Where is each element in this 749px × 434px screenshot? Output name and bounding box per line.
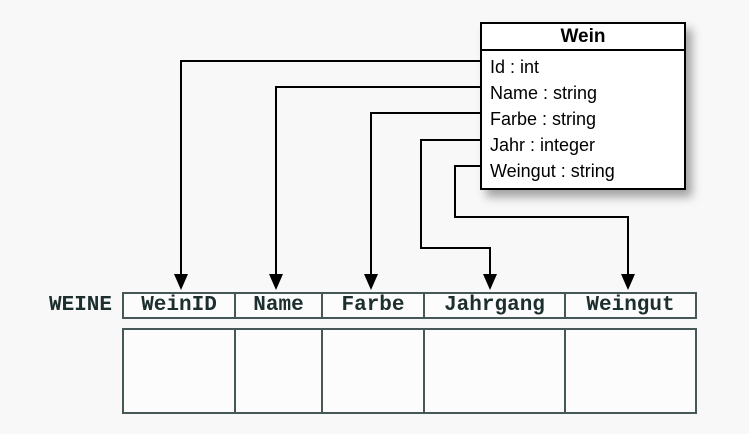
uml-class-wein: Wein Id : int Name : string Farbe : stri… [480, 22, 686, 190]
class-title: Wein [482, 24, 684, 51]
arrowhead-jahrgang-icon [483, 274, 497, 290]
table-cell-weinid [122, 328, 236, 414]
connector-name-to-name [275, 86, 480, 276]
connector-id-to-weinid [180, 60, 480, 276]
class-attribute-name: Name : string [490, 83, 598, 103]
table-cell-weingut [564, 328, 697, 414]
table-header-row: WeinID Name Farbe Jahrgang Weingut [122, 292, 697, 319]
column-header-name: Name [234, 292, 323, 319]
class-attribute-farbe: Farbe : string [490, 109, 597, 129]
class-attribute-id: Id : int [490, 57, 540, 77]
table-cell-name [234, 328, 323, 414]
class-attribute-list: Id : int Name : string Farbe : string Ja… [482, 51, 684, 188]
connector-weingut-to-weingut [454, 165, 629, 276]
arrowhead-weingut-icon [621, 274, 635, 290]
table-cell-farbe [321, 328, 425, 414]
table-cell-jahrgang [423, 328, 566, 414]
column-header-jahrgang: Jahrgang [423, 292, 566, 319]
column-header-farbe: Farbe [321, 292, 425, 319]
table-row [122, 328, 697, 414]
arrowhead-farbe-icon [364, 274, 378, 290]
connector-jahr-to-jahrgang [420, 139, 491, 276]
arrowhead-name-icon [269, 274, 283, 290]
class-attribute-weingut: Weingut : string [490, 161, 615, 181]
table-name-label: WEINE [48, 294, 112, 317]
arrowhead-weinid-icon [174, 274, 188, 290]
column-header-weinid: WeinID [122, 292, 236, 319]
connector-farbe-to-farbe [370, 112, 480, 276]
column-header-weingut: Weingut [564, 292, 697, 319]
class-attribute-jahr: Jahr : integer [490, 135, 596, 155]
